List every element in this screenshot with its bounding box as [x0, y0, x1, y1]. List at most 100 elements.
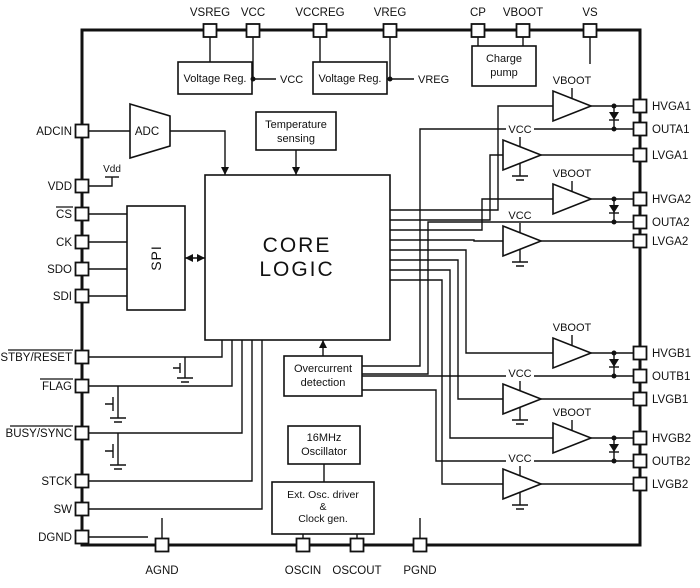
flag-open-drain-fet: [105, 386, 126, 423]
junction-dot: [611, 373, 617, 379]
wire-drive-b1h: [390, 249, 553, 354]
junction-dot: [611, 458, 617, 464]
pin-adcin: [74, 123, 90, 139]
pin-vcc: [245, 23, 261, 38]
pin-lvga2: [632, 233, 648, 249]
pin-oscout: [349, 537, 365, 553]
spi-block: [126, 205, 186, 311]
ground-symbol-a1: [512, 163, 528, 181]
gate-driver-high-a1: [552, 89, 594, 123]
voltage-regulator-2-block: [312, 61, 388, 95]
pin-stck: [74, 473, 90, 489]
pin-dgnd: [74, 529, 90, 545]
pin-label-sw: SW: [53, 504, 72, 516]
wire-stby: [89, 340, 223, 358]
pin-label-vs: VS: [582, 7, 598, 19]
vcc-label-a1: VCC: [508, 124, 531, 136]
pin-flag: [74, 378, 90, 394]
wire-vdd: [89, 177, 113, 187]
pin-label-sdi: SDI: [53, 291, 72, 303]
wire-drive-a1h: [390, 105, 553, 211]
pin-pgnd: [412, 537, 428, 553]
gate-driver-high-a2: [552, 182, 594, 216]
junction-dot: [611, 196, 617, 202]
pin-lvga1: [632, 147, 648, 163]
wire-outa2: [362, 221, 634, 375]
pin-label-ck: CK: [56, 237, 72, 249]
ext-osc-label-2: &: [319, 501, 326, 513]
ground-symbol-b2: [512, 492, 528, 510]
arrow-right-icon: [197, 254, 205, 262]
underlay: [506, 122, 534, 135]
pin-cs: [74, 206, 90, 222]
vcc-net-label: VCC: [280, 74, 303, 86]
underlay: [506, 366, 534, 379]
stby-pull-fet: [173, 357, 193, 383]
pin-label-flag: FLAG: [42, 381, 72, 393]
pin-label-vsreg: VSREG: [190, 7, 230, 19]
vboot-label-a1: VBOOT: [553, 75, 592, 87]
pin-vsreg: [202, 23, 218, 38]
pin-label-cp: CP: [470, 7, 486, 19]
gate-driver-high-b2: [552, 421, 594, 455]
pin-label-hvgb1: HVGB1: [652, 348, 691, 360]
core-logic-label-1: CORE: [263, 234, 332, 257]
pin-vs: [582, 23, 598, 38]
net-labels: VCC VREG Vdd VBOOT VCC VBOOT VCC VBOOT V…: [103, 74, 591, 465]
gate-driver-low-b1: [502, 382, 544, 416]
oscillator-block: [287, 425, 361, 465]
underlay: [506, 451, 534, 464]
pin-oscin: [295, 537, 311, 553]
gate-driver-low-a1: [502, 138, 544, 172]
vdd-supply-label: Vdd: [103, 164, 121, 175]
pin-label-lvgb1: LVGB1: [652, 394, 688, 406]
pin-label-lvgb2: LVGB2: [652, 479, 688, 491]
pin-label-outa1: OUTA1: [652, 124, 690, 136]
ext-osc-label-1: Ext. Osc. driver: [287, 489, 359, 501]
pin-label-vdd: VDD: [48, 181, 72, 193]
diode-icon: [609, 444, 619, 452]
pin-label-adcin: ADCIN: [36, 126, 72, 138]
overcurrent-label-1: Overcurrent: [294, 363, 352, 375]
underlay: [551, 166, 593, 179]
pin-sdi: [74, 288, 90, 304]
wire-flag: [89, 340, 233, 387]
pin-agnd: [154, 537, 170, 553]
pin-outb2: [632, 453, 648, 469]
gate-driver-high-b1: [552, 336, 594, 370]
pin-label-vccreg: VCCREG: [295, 7, 344, 19]
pin-label-outb2: OUTB2: [652, 456, 690, 468]
pin-label-cs: CS: [56, 209, 72, 221]
junction-dot: [611, 103, 617, 109]
pin-label-pgnd: PGND: [403, 565, 436, 577]
pin-label-vreg: VREG: [374, 7, 407, 19]
oscillator-label-1: 16MHz: [307, 432, 342, 444]
pin-label-oscin: OSCIN: [285, 565, 321, 577]
pin-hvgb1: [632, 345, 648, 361]
charge-pump-block: [471, 45, 537, 87]
junction-dot: [611, 350, 617, 356]
vboot-label-b1: VBOOT: [553, 322, 592, 334]
junction-dot: [611, 435, 617, 441]
pin-cp: [470, 23, 486, 38]
active-low-overlines: [8, 206, 73, 427]
pin-label-hvgb2: HVGB2: [652, 433, 691, 445]
temperature-sensing-block: [255, 111, 337, 151]
pin-outa2: [632, 214, 648, 230]
ext-osc-label-3: Clock gen.: [298, 513, 348, 525]
overcurrent-label-2: detection: [301, 377, 346, 389]
pin-vdd: [74, 178, 90, 194]
diode-icon: [609, 112, 619, 120]
pin-lvgb1: [632, 391, 648, 407]
pin-outb1: [632, 368, 648, 384]
gate-drivers: [502, 89, 594, 501]
diode-icon: [609, 359, 619, 367]
pins: [74, 23, 648, 553]
wire-drive-a2h: [390, 198, 553, 231]
diode-icon: [609, 205, 619, 213]
voltage-reg-2-label: Voltage Reg.: [319, 73, 382, 85]
pin-label-hvga1: HVGA1: [652, 101, 691, 113]
pin-label-sdo: SDO: [47, 264, 72, 276]
pin-label-outb1: OUTB1: [652, 371, 690, 383]
